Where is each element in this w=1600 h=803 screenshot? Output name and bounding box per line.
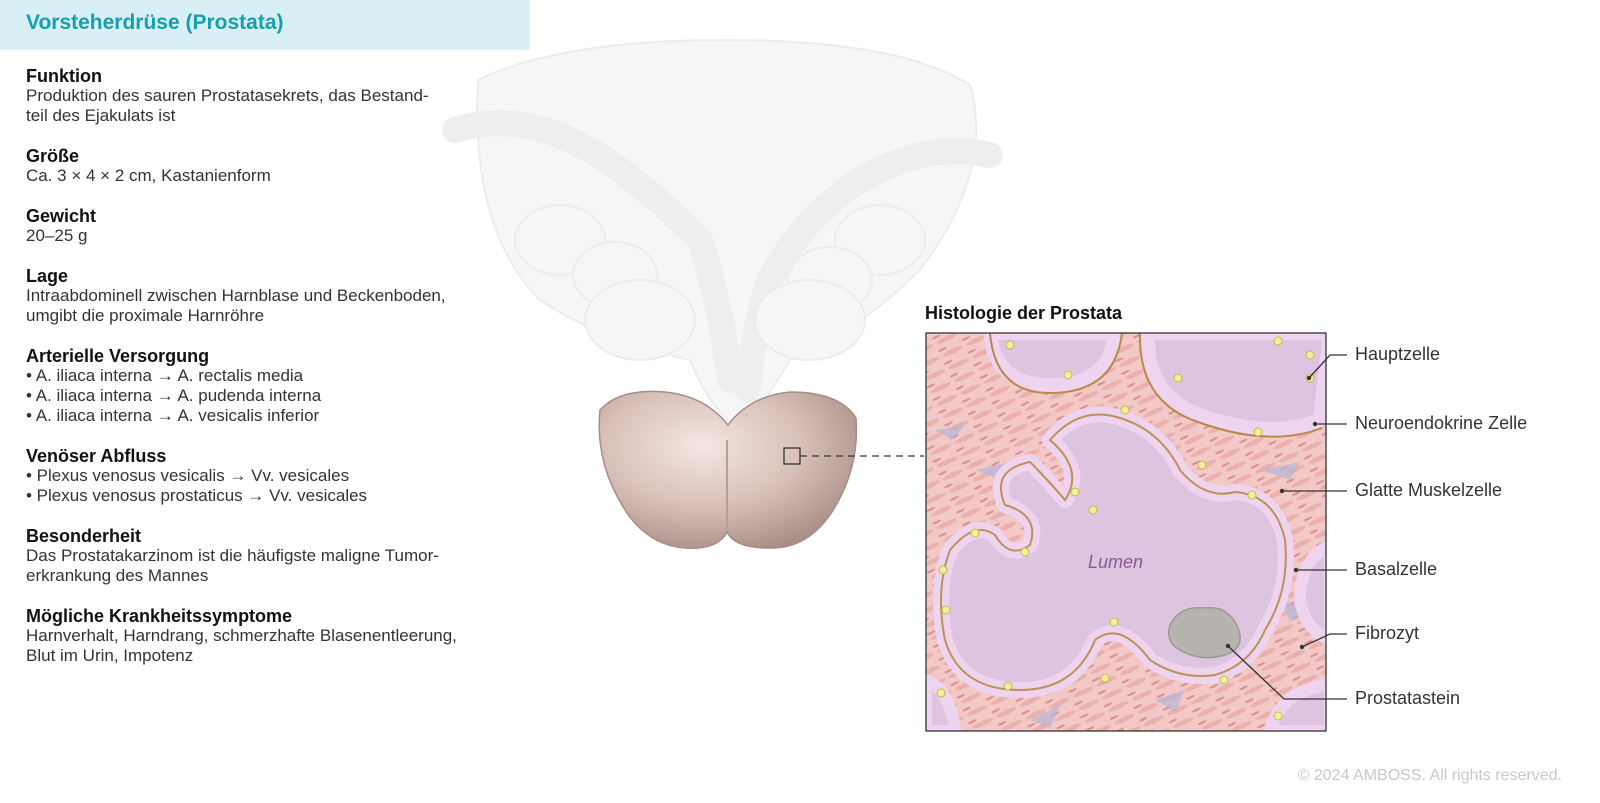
fact-text: erkrankung des Mannes [26, 566, 209, 585]
leader-lines [1227, 354, 1347, 700]
copyright: © 2024 AMBOSS. All rights reserved. [1297, 767, 1562, 784]
fact-text: umgibt die proximale Harnröhre [26, 306, 265, 325]
fact-heading: Funktion [26, 66, 102, 86]
fact-text: • Plexus venosus prostaticus → Vv. vesic… [26, 486, 368, 505]
label-hauptzelle: Hauptzelle [1355, 344, 1441, 364]
fact-lage: Lage Intraabdominell zwischen Harnblase … [26, 266, 526, 326]
label-neuroendokrine-zelle: Neuroendokrine Zelle [1355, 413, 1528, 433]
fact-heading: Besonderheit [26, 526, 142, 546]
fact-heading: Venöser Abfluss [26, 446, 167, 466]
fact-heading: Größe [26, 146, 80, 166]
fact-heading: Gewicht [26, 206, 97, 226]
fact-list: Funktion Produktion des sauren Prostatas… [26, 66, 526, 686]
label-fibrozyt: Fibrozyt [1355, 623, 1420, 643]
fact-heading: Mögliche Krankheitssymptome [26, 606, 293, 626]
fact-text: Blut im Urin, Impotenz [26, 646, 194, 665]
fact-heading: Lage [26, 266, 69, 286]
fact-venoeser-abfluss: Venöser Abfluss • Plexus venosus vesical… [26, 446, 526, 506]
fact-heading: Arterielle Versorgung [26, 346, 210, 366]
title-bar: Vorsteherdrüse (Prostata) [0, 0, 530, 50]
fact-text: • Plexus venosus vesicalis → Vv. vesical… [26, 466, 350, 485]
lumen-label: Lumen [1088, 552, 1144, 572]
histology-frame [925, 332, 1327, 732]
histology-image [926, 333, 1326, 731]
fact-besonderheit: Besonderheit Das Prostatakarzinom ist di… [26, 526, 526, 586]
fact-text: 20–25 g [26, 226, 88, 245]
fact-gewicht: Gewicht 20–25 g [26, 206, 526, 246]
fact-text: Intraabdominell zwischen Harnblase und B… [26, 286, 446, 305]
fact-text: • A. iliaca interna → A. pudenda interna [26, 386, 322, 405]
label-glatte-muskelzelle: Glatte Muskelzelle [1355, 480, 1503, 500]
fact-text: • A. iliaca interna → A. vesicalis infer… [26, 406, 320, 425]
fact-arterielle-versorgung: Arterielle Versorgung • A. iliaca intern… [26, 346, 526, 426]
histology-title: Histologie der Prostata [925, 303, 1123, 323]
fact-text: Das Prostatakarzinom ist die häufigste m… [26, 546, 439, 565]
label-basalzelle: Basalzelle [1355, 559, 1438, 579]
prostatic-stone [1168, 606, 1241, 659]
fact-krankheitssymptome: Mögliche Krankheitssymptome Harnverhalt,… [26, 606, 526, 666]
leader-dots [1225, 375, 1318, 650]
page-title: Vorsteherdrüse (Prostata) [26, 11, 284, 34]
fact-text: • A. iliaca interna → A. rectalis media [26, 366, 304, 385]
label-prostatastein: Prostatastein [1355, 688, 1461, 708]
fact-text: teil des Ejakulats ist [26, 106, 176, 125]
fact-groesse: Größe Ca. 3 × 4 × 2 cm, Kastanienform [26, 146, 526, 186]
fact-text: Harnverhalt, Harndrang, schmerzhafte Bla… [26, 626, 457, 645]
bladder-ghost [442, 38, 1003, 432]
fact-text: Produktion des sauren Prostatasekrets, d… [26, 86, 429, 105]
fact-text: Ca. 3 × 4 × 2 cm, Kastanienform [26, 166, 271, 185]
fact-funktion: Funktion Produktion des sauren Prostatas… [26, 66, 526, 126]
